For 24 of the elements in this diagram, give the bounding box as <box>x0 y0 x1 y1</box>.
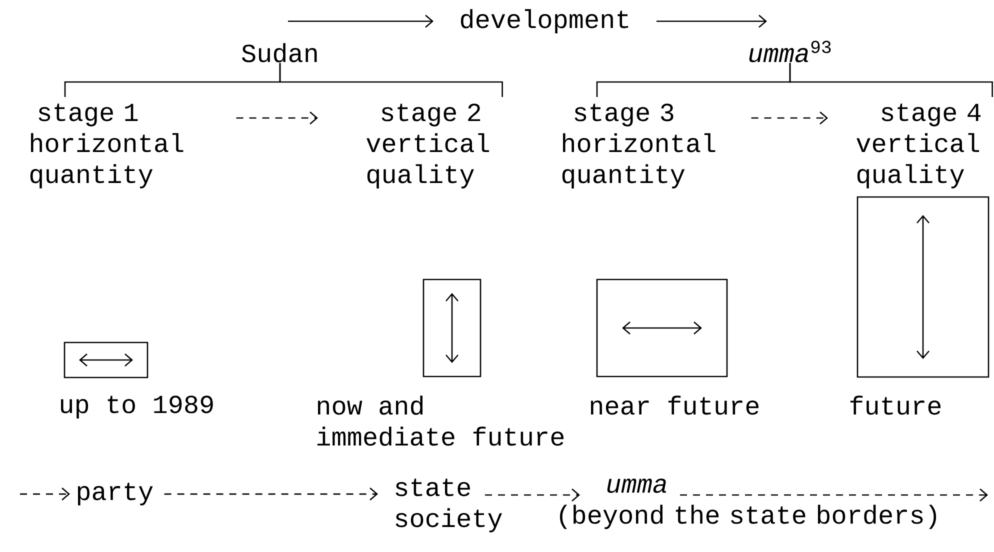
stage-label: stage 1 horizontal quantity <box>30 104 184 188</box>
bracket-line <box>279 62 503 97</box>
stage-label: stage 3 horizontal quantity <box>562 104 716 188</box>
heading-text: development <box>460 9 628 34</box>
node-label: future <box>850 396 941 415</box>
arrow <box>288 14 434 28</box>
arrow <box>680 488 988 502</box>
flow-label: umma (beyond the state borders) <box>560 478 936 530</box>
stage-label: stage 4 vertical quality <box>856 104 981 188</box>
arrow <box>751 112 828 124</box>
arrow <box>236 112 318 124</box>
flow-label: state society <box>396 478 502 532</box>
arrow <box>164 488 378 501</box>
arrow <box>485 488 580 502</box>
bracket-line <box>789 62 993 97</box>
branch-label: umma$^{93}$ <box>749 40 831 62</box>
node-label: up to 1989 <box>61 396 213 418</box>
node-label: near future <box>590 396 759 415</box>
stage-label: stage 2 vertical quality <box>366 104 490 188</box>
node-label: now and immediate future <box>317 396 564 446</box>
branch-label: Sudan <box>242 43 317 62</box>
flow-label: party <box>78 482 153 506</box>
arrow <box>20 488 70 501</box>
arrow <box>656 14 767 28</box>
